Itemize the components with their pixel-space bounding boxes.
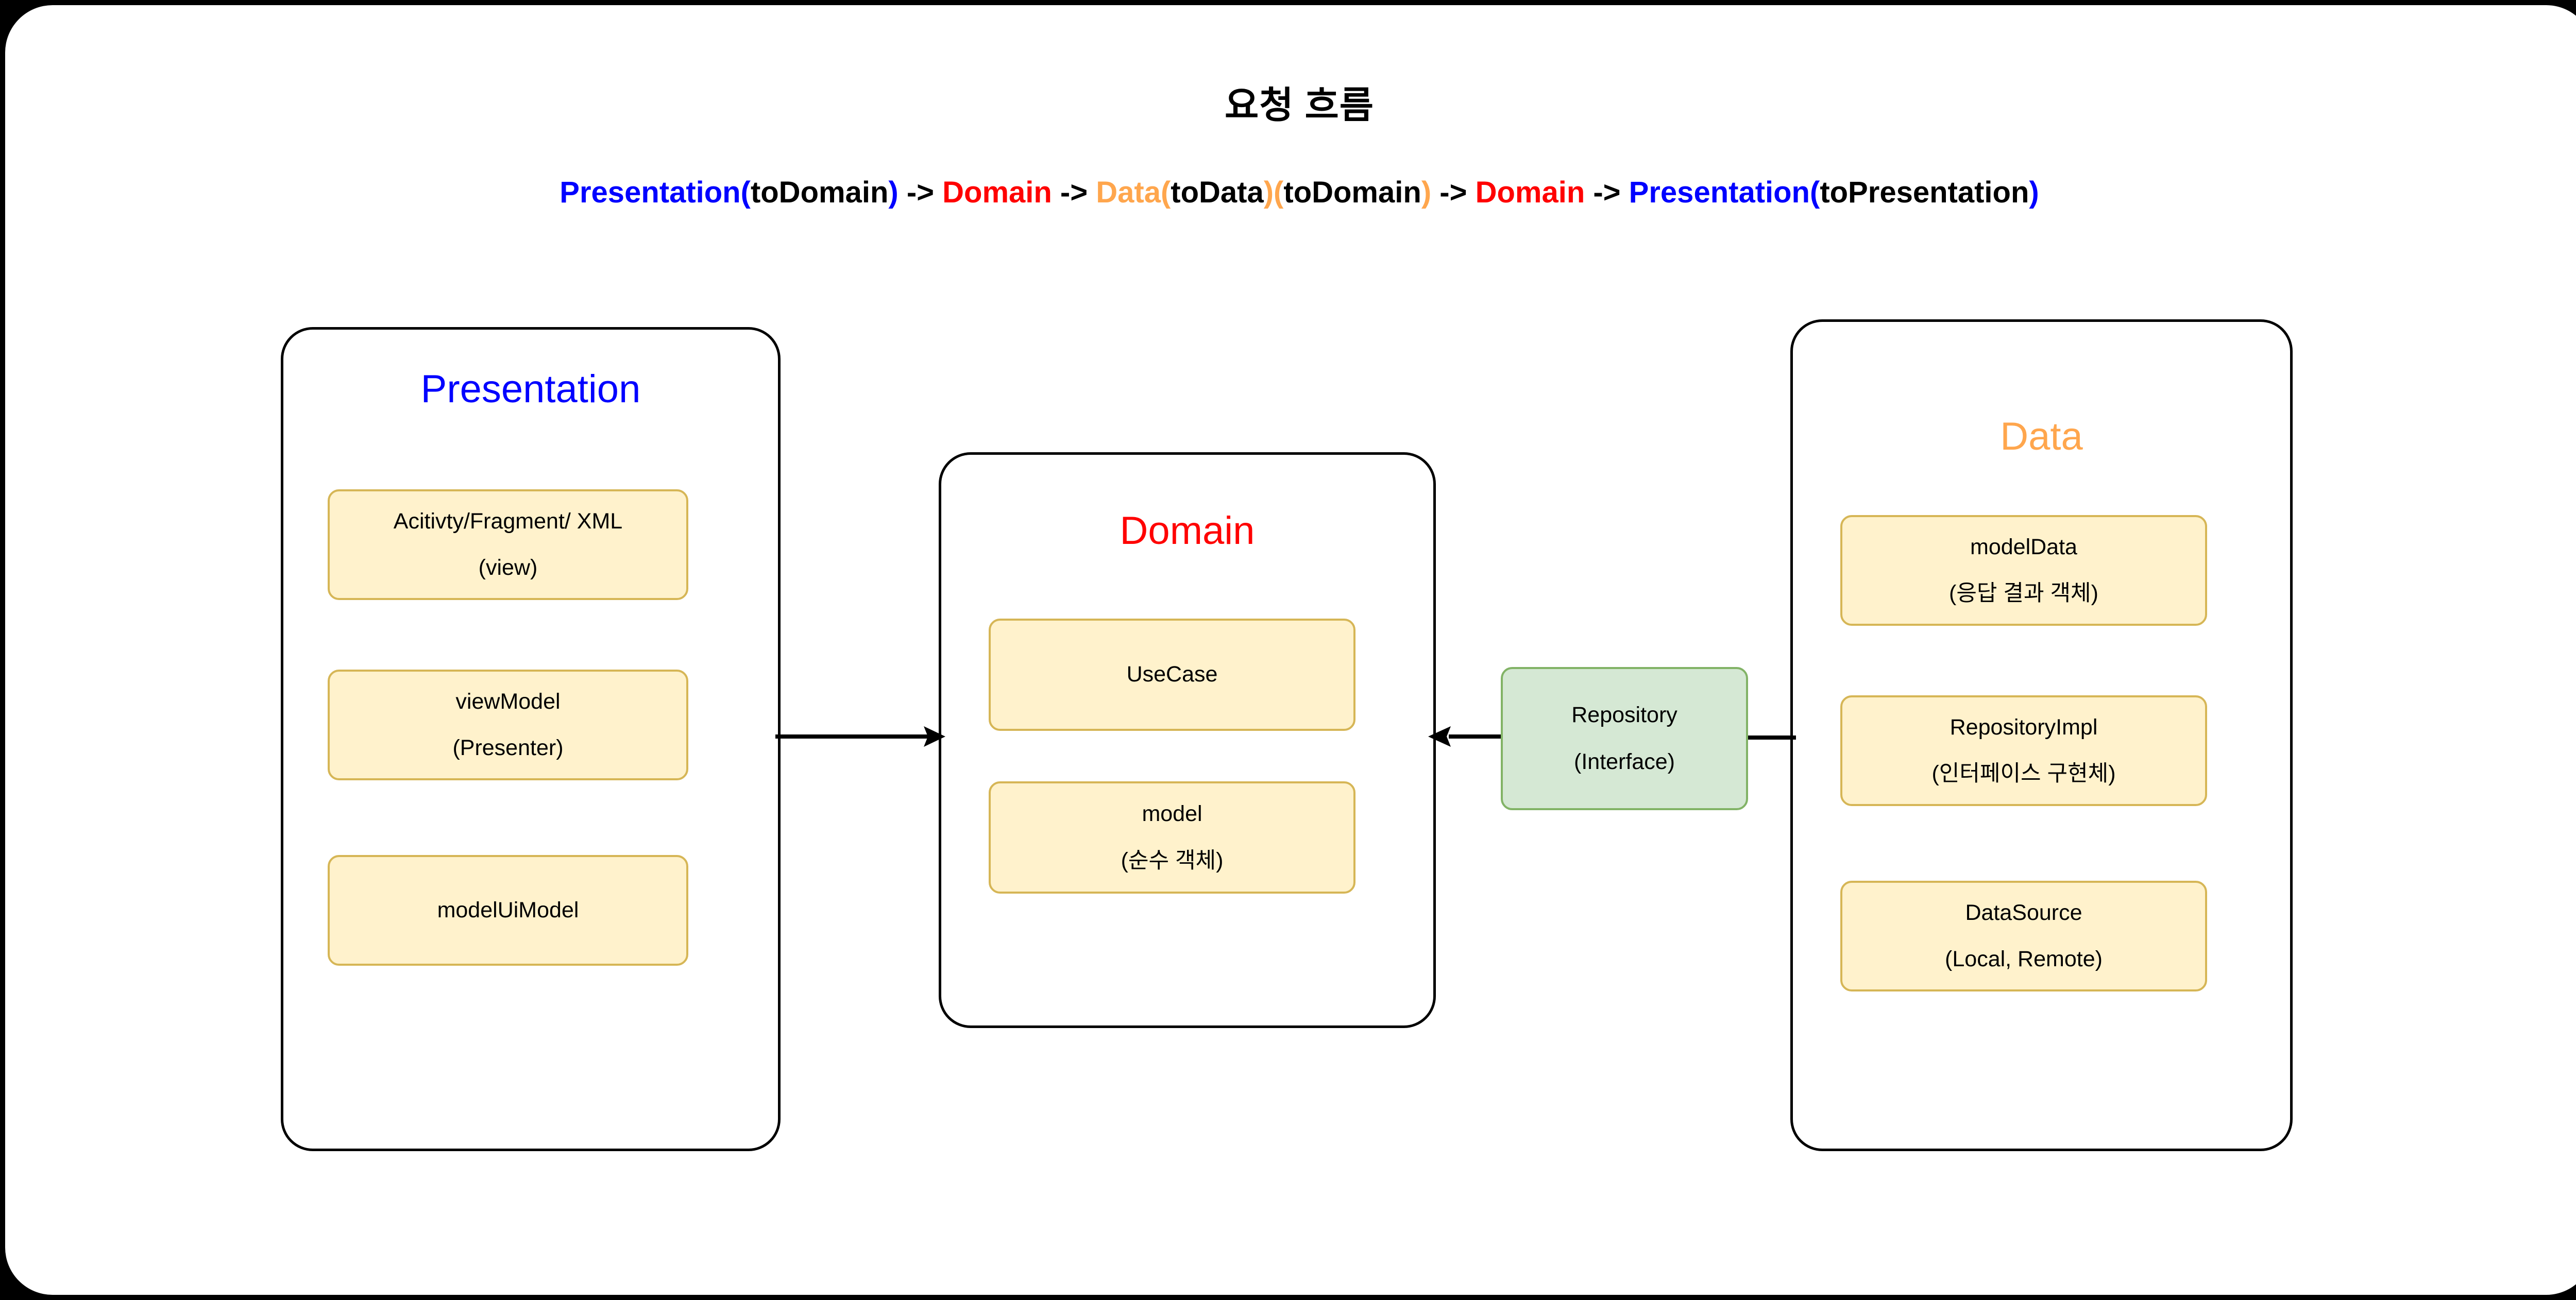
card-modeldata[interactable]: modelData (응답 결과 객체) xyxy=(1840,515,2207,626)
flow-segment-7: toData xyxy=(1171,176,1264,209)
flow-segment-2: ) xyxy=(888,176,899,209)
card-title: viewModel xyxy=(455,689,561,714)
card-model[interactable]: model (순수 객체) xyxy=(989,781,1355,894)
flow-segment-14: Presentation( xyxy=(1629,176,1820,209)
card-title: Repository xyxy=(1571,703,1677,728)
card-subtitle: (Interface) xyxy=(1574,749,1675,774)
flow-segment-5: -> xyxy=(1052,176,1096,209)
card-repositoryimpl[interactable]: RepositoryImpl (인터페이스 구현체) xyxy=(1840,695,2207,806)
card-repository-interface[interactable]: Repository (Interface) xyxy=(1501,667,1748,810)
flow-segment-1: toDomain xyxy=(750,176,889,209)
flow-segment-11: -> xyxy=(1431,176,1476,209)
flow-segment-15: toPresentation xyxy=(1820,176,2029,209)
page-title: 요청 흐름 xyxy=(1225,85,1374,126)
flow-segment-6: Data( xyxy=(1096,176,1171,209)
card-title: modelData xyxy=(1970,534,2077,559)
flow-segment-0: Presentation( xyxy=(560,176,751,209)
card-datasource[interactable]: DataSource (Local, Remote) xyxy=(1840,881,2207,991)
card-activity-fragment-xml[interactable]: Acitivty/Fragment/ XML (view) xyxy=(328,489,688,600)
card-title: DataSource xyxy=(1965,900,2082,925)
card-modeluimodel[interactable]: modelUiModel xyxy=(328,855,688,966)
card-title: UseCase xyxy=(1126,662,1218,687)
layer-domain[interactable]: Domain UseCase model (순수 객체) xyxy=(939,452,1436,1028)
layer-presentation[interactable]: Presentation Acitivty/Fragment/ XML (vie… xyxy=(281,327,781,1151)
layer-title-domain: Domain xyxy=(1120,509,1255,553)
layer-title-data: Data xyxy=(2000,415,2083,458)
card-subtitle: (Presenter) xyxy=(452,735,564,760)
flow-segment-12: Domain xyxy=(1475,176,1585,209)
card-subtitle: (인터페이스 구현체) xyxy=(1931,761,2116,786)
card-title: Acitivty/Fragment/ XML xyxy=(393,508,623,534)
line-repository-to-data xyxy=(1742,735,1796,740)
flow-segment-9: toDomain xyxy=(1283,176,1421,209)
card-title: RepositoryImpl xyxy=(1950,714,2098,740)
card-subtitle: (순수 객체) xyxy=(1121,848,1224,873)
flow-segment-13: -> xyxy=(1585,176,1629,209)
flow-segment-3: -> xyxy=(898,176,943,209)
arrow-repository-to-domain xyxy=(1428,726,1508,747)
card-subtitle: (view) xyxy=(478,555,538,580)
layer-title-presentation: Presentation xyxy=(420,367,641,411)
card-usecase[interactable]: UseCase xyxy=(989,619,1355,731)
arrow-presentation-to-domain xyxy=(775,726,945,747)
flow-segment-10: ) xyxy=(1421,176,1432,209)
flow-segment-4: Domain xyxy=(942,176,1052,209)
card-title: modelUiModel xyxy=(437,897,579,922)
flow-segment-8: )( xyxy=(1263,176,1284,209)
card-viewmodel[interactable]: viewModel (Presenter) xyxy=(328,670,688,780)
flow-segment-16: ) xyxy=(2029,176,2039,209)
card-title: model xyxy=(1142,801,1202,827)
card-subtitle: (Local, Remote) xyxy=(1945,947,2103,971)
diagram-canvas: 요청 흐름 Presentation(toDomain) -> Domain -… xyxy=(5,5,2576,1295)
request-flow-expression: Presentation(toDomain) -> Domain -> Data… xyxy=(5,175,2576,210)
card-subtitle: (응답 결과 객체) xyxy=(1949,581,2098,606)
layer-data[interactable]: Data modelData (응답 결과 객체) RepositoryImpl… xyxy=(1790,319,2293,1151)
